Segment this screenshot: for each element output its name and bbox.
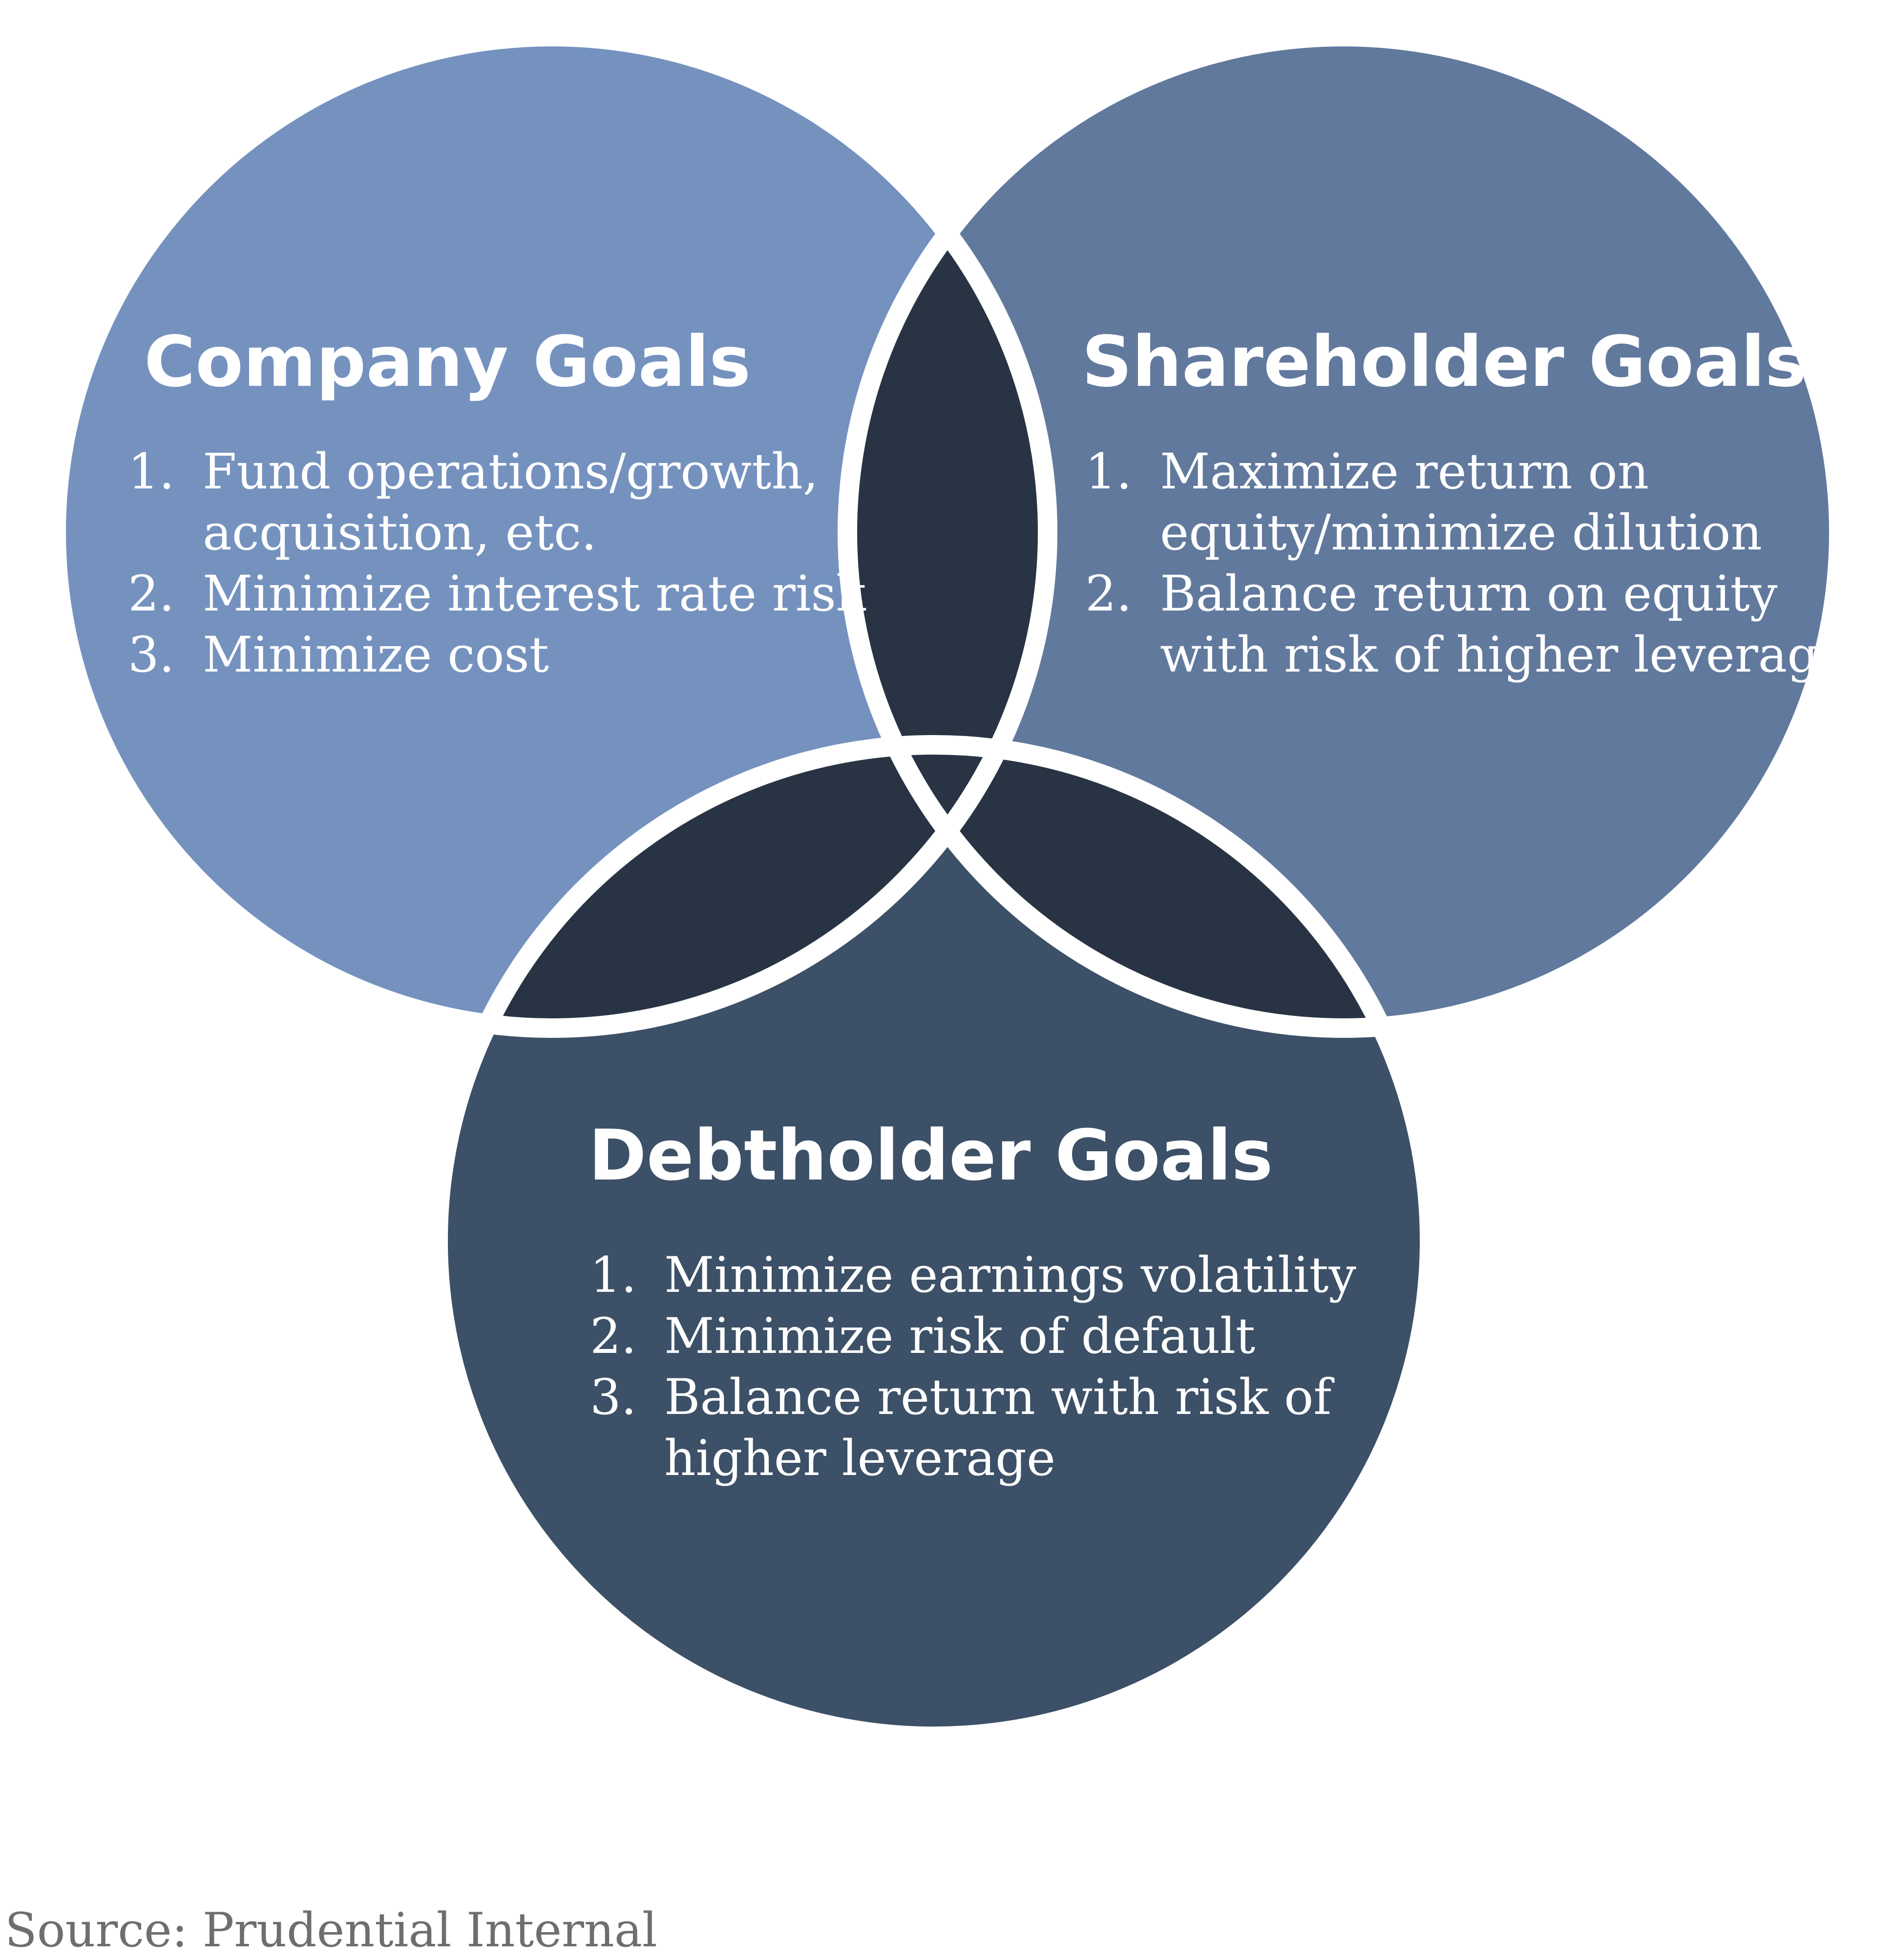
shareholder-item-2-line-1: Balance return on equity	[1160, 565, 1778, 622]
overlap-company-debtholder	[438, 745, 1048, 1028]
shareholder-item-1-line-2: equity/minimize dilution	[1160, 504, 1762, 561]
company-goals-title: Company Goals	[144, 321, 751, 402]
company-item-2-line-1: Minimize interest rate risk	[203, 565, 866, 622]
company-item-1-line-1: Fund operations/growth,	[203, 443, 819, 500]
company-outline	[46, 27, 1057, 1038]
debtholder-goals-title: Debtholder Goals	[589, 1115, 1273, 1196]
debtholder-item-3-line-1: Balance return with risk of	[664, 1369, 1335, 1426]
shareholder-item-1-line-1: Maximize return on	[1160, 443, 1649, 500]
company-item-1-number: 1.	[128, 443, 174, 500]
shareholder-item-2-number: 2.	[1085, 565, 1132, 622]
debtholder-item-3-line-2: higher leverage	[664, 1430, 1055, 1487]
source-caption: Source: Prudential Internal	[5, 1903, 657, 1958]
debtholder-outline	[428, 735, 1439, 1746]
company-item-3-line-1: Minimize cost	[203, 626, 549, 683]
debtholder-item-3-number: 3.	[590, 1369, 636, 1426]
shareholder-item-2-line-2: with risk of higher leverage	[1160, 626, 1847, 683]
debtholder-item-1-number: 1.	[590, 1246, 636, 1304]
debtholder-item-2-number: 2.	[590, 1307, 636, 1365]
company-item-3-number: 3.	[128, 626, 174, 683]
debtholder-item-1-line-1: Minimize earnings volatility	[664, 1246, 1356, 1304]
company-item-2-number: 2.	[128, 565, 174, 622]
shareholder-goals-title: Shareholder Goals	[1082, 321, 1807, 402]
shareholder-item-1-number: 1.	[1085, 443, 1132, 500]
debtholder-item-2-line-1: Minimize risk of default	[664, 1307, 1255, 1365]
shareholder-outline	[838, 27, 1849, 1038]
company-item-1-line-2: acquisition, etc.	[203, 504, 597, 561]
